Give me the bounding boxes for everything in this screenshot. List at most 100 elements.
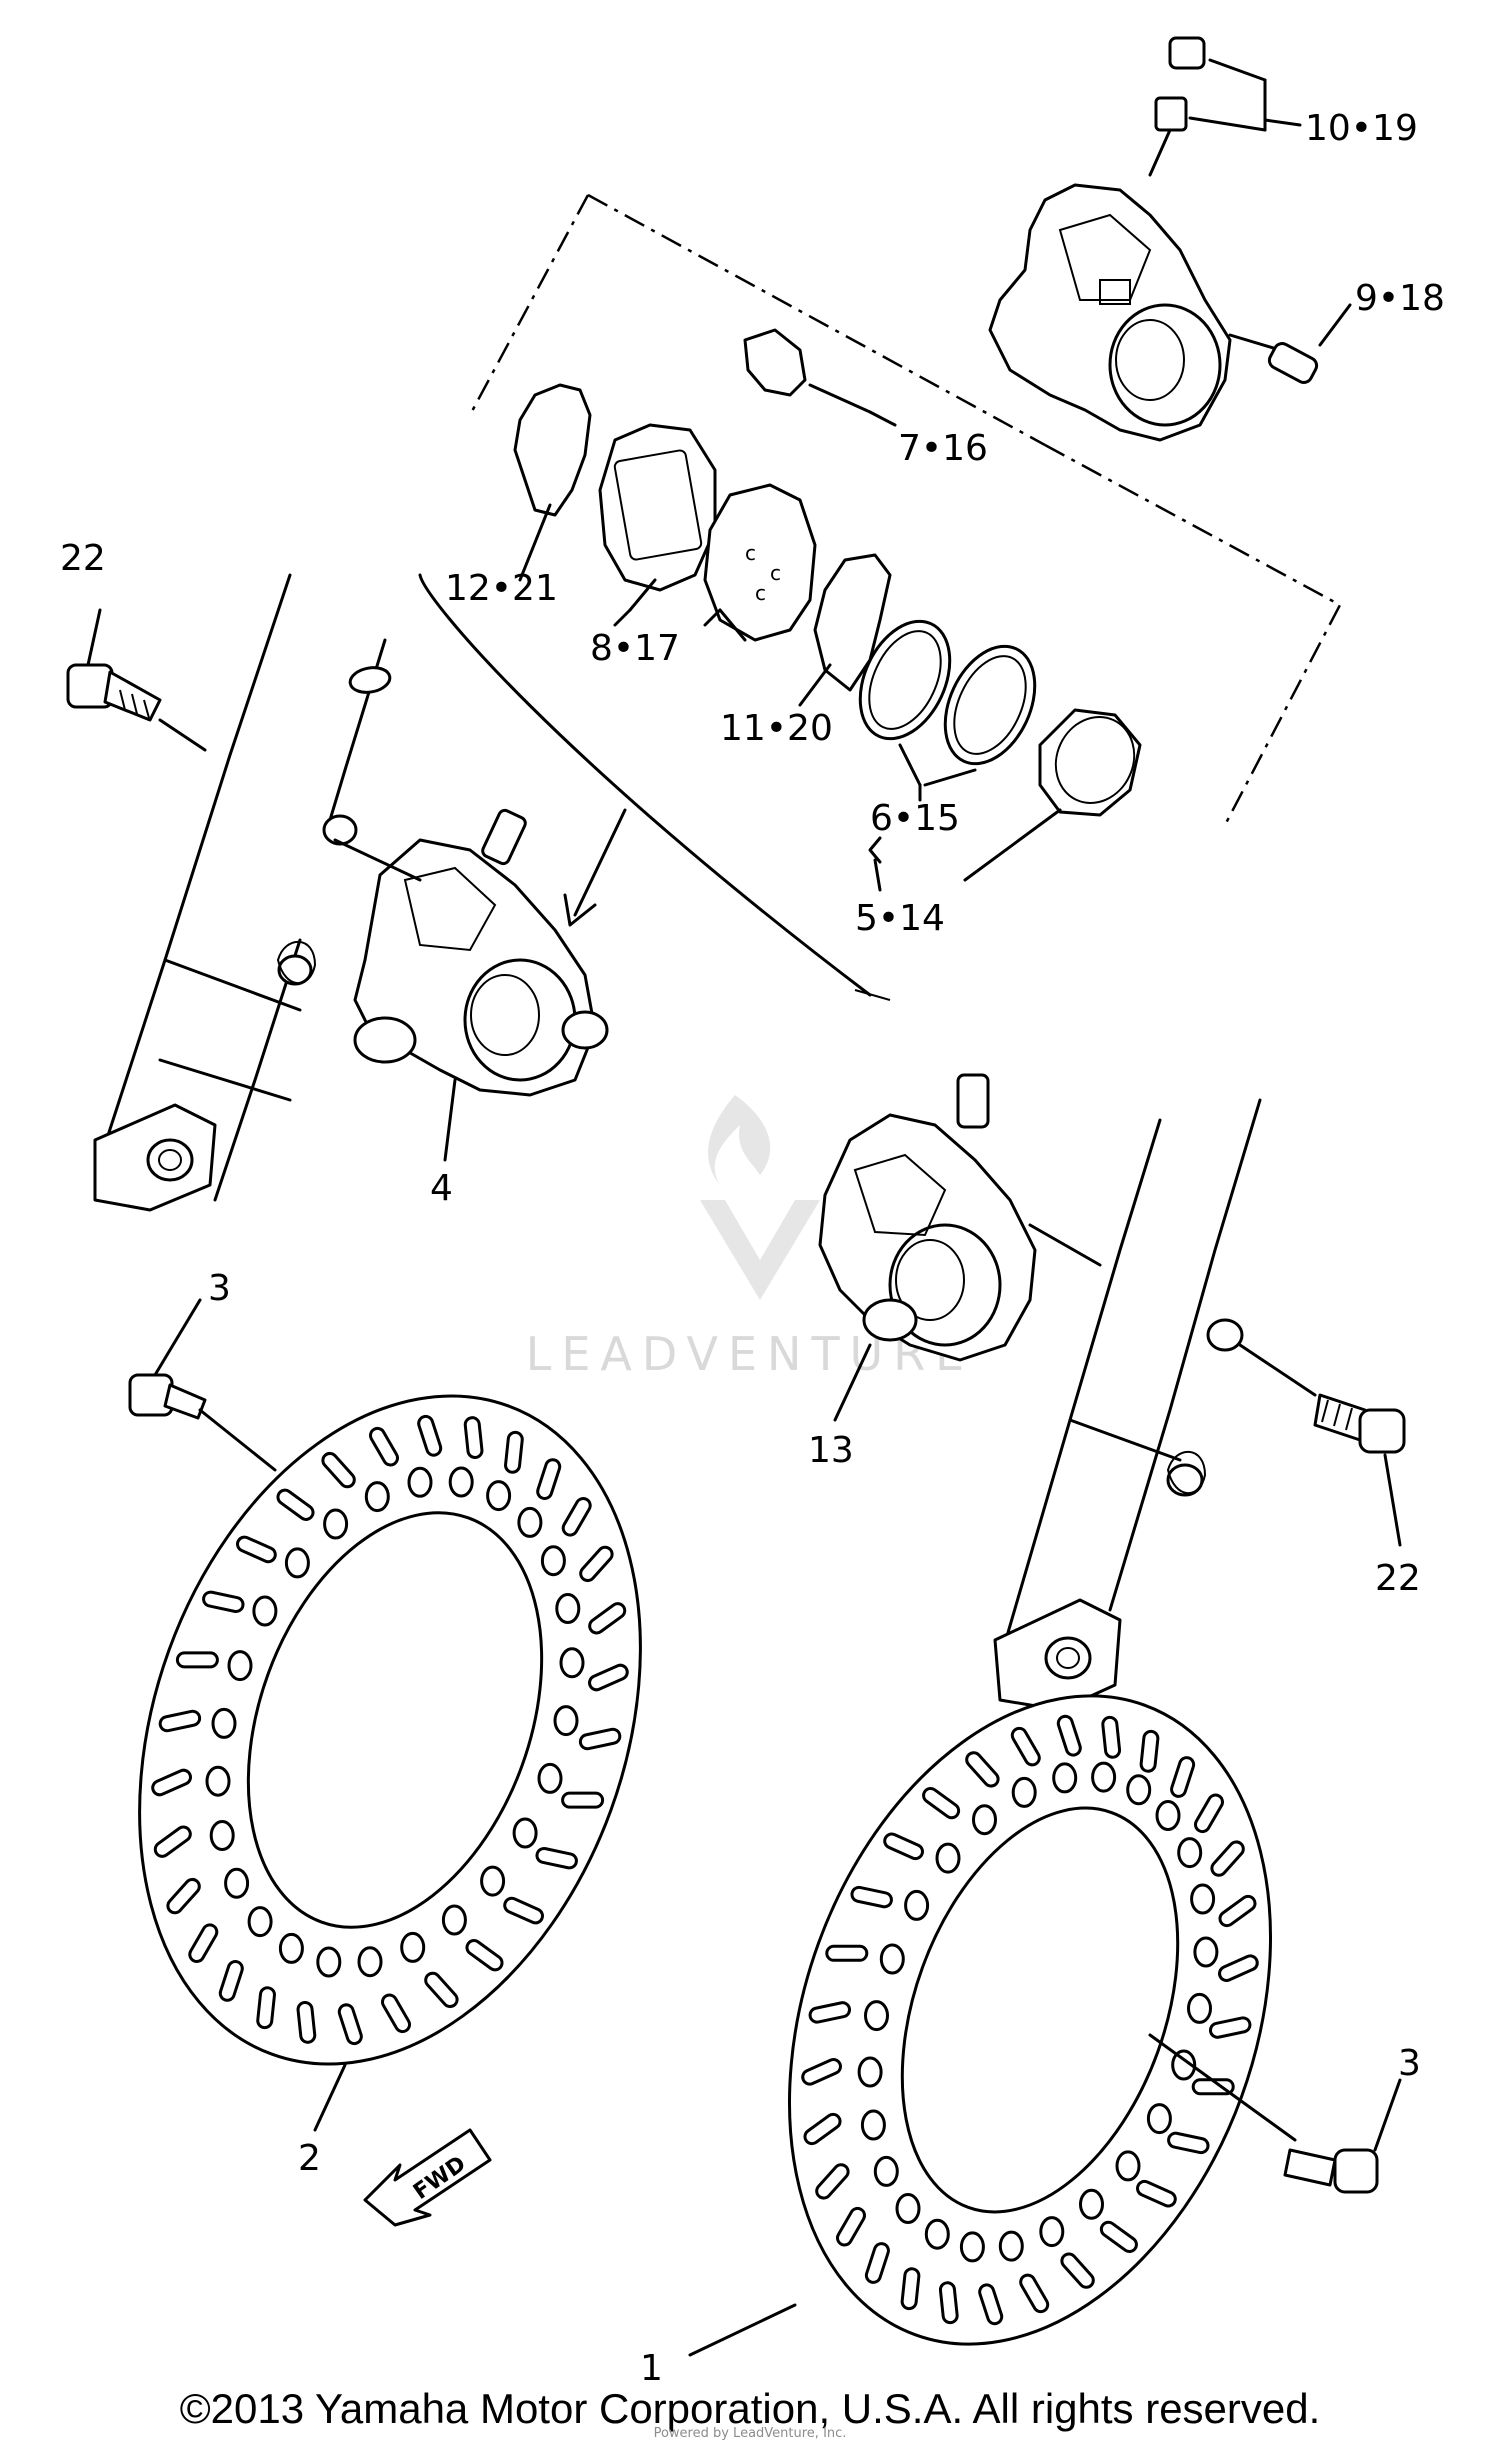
disc-hole — [857, 2056, 883, 2088]
caliper-4 — [333, 808, 609, 1162]
disc-slot — [1060, 2252, 1095, 2289]
disc-slot — [1167, 2131, 1210, 2155]
disc-slot — [1210, 1840, 1245, 1877]
disc-hole — [864, 2000, 889, 2032]
disc-hole — [227, 1650, 253, 1682]
svg-text:c: c — [745, 541, 756, 565]
disc-slot — [158, 1709, 202, 1733]
disc-hole — [480, 1865, 506, 1897]
disc-slot — [883, 1832, 924, 1861]
disc-slot — [1099, 2220, 1138, 2254]
disc-slot — [1139, 1729, 1160, 1773]
callout-22-left: 22 — [60, 538, 106, 579]
callout-12-21: 12•21 — [445, 568, 558, 609]
caliper-13 — [818, 1073, 1102, 1422]
disc-hole — [247, 1906, 273, 1938]
disc-hole — [540, 1545, 566, 1577]
disc-hole — [316, 1946, 342, 1978]
disc-slot — [381, 1993, 411, 2034]
disc-slot — [850, 1885, 893, 1909]
disc-hole — [211, 1707, 237, 1739]
disc-slot — [938, 2281, 959, 2325]
disc-hole — [904, 1889, 930, 1921]
disc-hole — [209, 1820, 235, 1851]
disc-slot — [1208, 2016, 1252, 2039]
disc-hole — [486, 1480, 512, 1512]
leader-lines — [86, 58, 1352, 892]
disc-slot — [1101, 1715, 1122, 1759]
disc-slot — [536, 1458, 562, 1500]
disc-slot — [463, 1416, 484, 1460]
disc-hole — [924, 2218, 950, 2250]
bolt-3-right — [1148, 2033, 1402, 2194]
bolt-22-left — [66, 663, 207, 752]
callout-5-14: 5•14 — [855, 898, 945, 939]
disc-slot — [978, 2283, 1004, 2326]
disc-slot — [151, 1768, 192, 1797]
disc-slot — [1218, 1954, 1259, 1982]
disc-slot — [236, 1535, 277, 1564]
disc-slot — [1010, 1726, 1041, 1767]
disc-hole — [517, 1506, 543, 1538]
callout-22-right: 22 — [1375, 1558, 1421, 1599]
disc-slot — [369, 1426, 399, 1467]
disc-hole — [1190, 1883, 1216, 1915]
disc-hole — [1079, 2188, 1104, 2220]
callout-6-15: 6•15 — [870, 798, 960, 839]
disc-hole — [1115, 2150, 1141, 2182]
brake-disc-2 — [138, 1394, 642, 2132]
disc-slot — [153, 1825, 192, 1858]
caliper-assembly-top — [988, 36, 1319, 442]
disc-hole — [555, 1593, 581, 1624]
right-fork-leg — [993, 1098, 1262, 1712]
callout-8-17: 8•17 — [590, 628, 680, 669]
disc-hole — [1187, 1992, 1212, 2024]
disc-slot — [503, 1896, 544, 1925]
disc-hole — [1052, 1762, 1078, 1794]
disc-slot — [825, 1944, 869, 1962]
disc-hole — [1091, 1761, 1117, 1793]
disc-slot — [1056, 1714, 1082, 1757]
disc-hole — [895, 2193, 921, 2224]
disc-hole — [879, 1943, 905, 1975]
disc-hole — [1193, 1936, 1219, 1968]
disc-hole — [553, 1705, 579, 1737]
disc-hole — [972, 1804, 997, 1836]
disc-hole — [441, 1904, 467, 1936]
disc-slot — [188, 1923, 219, 1963]
disc-slot — [561, 1497, 592, 1537]
disc-hole — [1039, 2216, 1065, 2248]
disc-slot — [256, 1986, 276, 2030]
disc-hole — [935, 1842, 961, 1874]
disc-hole — [559, 1647, 585, 1679]
disc-slot — [1218, 1894, 1257, 1928]
callout-labels: 10•19 9•18 7•16 12•21 8•17 11•20 6•15 5•… — [60, 108, 1445, 2389]
disc-slot — [815, 2163, 850, 2200]
callout-7-16: 7•16 — [898, 428, 988, 469]
disc-slot — [202, 1590, 245, 1614]
disc-hole — [407, 1466, 433, 1498]
callout-3-right: 3 — [1398, 2043, 1421, 2084]
disc-slot — [808, 2001, 852, 2024]
disc-slot — [321, 1451, 356, 1489]
disc-slot — [175, 1651, 219, 1669]
fwd-arrow-icon: FWD — [363, 2128, 492, 2227]
disc-slot — [836, 2206, 866, 2247]
disc-slot — [801, 2058, 842, 2086]
exploded-parts: c c c — [513, 328, 1142, 927]
disc-hole — [1126, 1774, 1152, 1806]
disc-slot — [337, 2003, 363, 2046]
disc-hole — [512, 1817, 538, 1849]
disc-slot — [922, 1786, 961, 1820]
bolt-22-right — [1238, 1343, 1406, 1547]
disc-slot — [535, 1846, 578, 1870]
callout-10-19: 10•19 — [1305, 108, 1418, 149]
disc-hole — [205, 1765, 231, 1797]
disc-slot — [166, 1877, 201, 1915]
disc-slot — [561, 1791, 605, 1809]
disc-hole — [1155, 1800, 1181, 1831]
disc-slot — [900, 2267, 921, 2311]
disc-slot — [218, 1960, 244, 2002]
exploded-frame — [418, 193, 1342, 1001]
